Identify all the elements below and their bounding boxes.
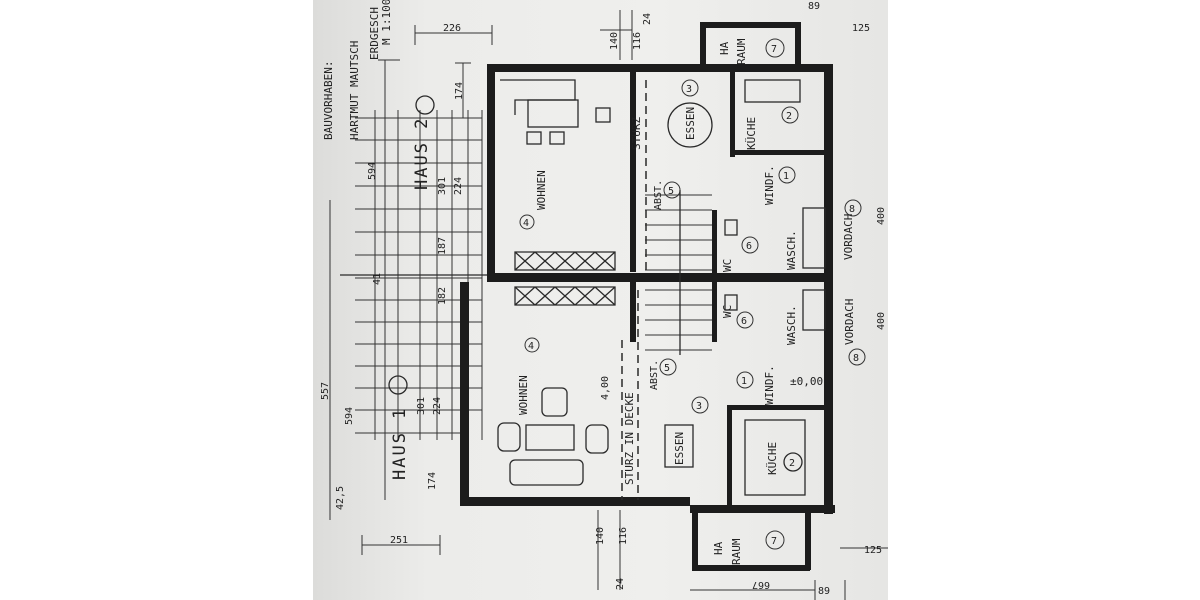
room-number: 6	[741, 316, 747, 327]
house-1-label: HAUS 1	[390, 407, 410, 480]
beam-hatching	[514, 80, 647, 500]
room-label-essen: ESSEN	[684, 107, 697, 140]
dimension: 400	[876, 312, 887, 330]
dimension: 224	[432, 397, 443, 415]
room-number: 1	[741, 376, 747, 387]
dimension: 182	[437, 287, 448, 305]
room-label-wc: WC	[721, 305, 734, 318]
dimension: 557	[320, 382, 331, 400]
room-label-kueche: KÜCHE	[766, 442, 779, 475]
room-number: 4	[528, 341, 534, 352]
room-label-wc: WC	[721, 259, 734, 272]
dimension: 41	[372, 273, 383, 285]
room-label-wohnen: WOHNEN	[517, 375, 530, 415]
room-number: 8	[849, 204, 855, 215]
dimension: 140	[609, 32, 620, 50]
room-label-ha: HA	[718, 41, 731, 55]
room-number: 7	[771, 44, 777, 55]
room-number: 7	[771, 536, 777, 547]
dimension: 125	[852, 23, 870, 34]
beam-label: STURZ IN DECKE	[623, 392, 636, 485]
dimension: 24	[642, 13, 653, 25]
canopy-label: VORDACH	[843, 299, 856, 345]
room-label-wohnen: WOHNEN	[535, 170, 548, 210]
room-label-abst: ABST.	[649, 360, 660, 390]
level-mark: ±0,00	[790, 375, 823, 388]
room-number: 2	[789, 458, 795, 469]
room-number: 1	[783, 171, 789, 182]
scale-label: M 1:100	[380, 0, 393, 45]
room-label-essen: ESSEN	[673, 432, 686, 465]
room-numbers: 3 2 1 5 6 6 5 1 3 2 7 7 8 8 4 4	[519, 38, 866, 550]
dimension: 4,00	[600, 376, 611, 400]
dimension: 400	[876, 207, 887, 225]
room-label-windfang: WINDF.	[763, 365, 776, 405]
floor-label: ERDGESCH	[368, 7, 381, 60]
room-number: 5	[664, 363, 670, 374]
staircase	[645, 190, 712, 355]
dimension: 187	[437, 237, 448, 255]
beam-label: STURZ	[630, 117, 643, 150]
dimension: 224	[453, 177, 464, 195]
owner-name: HARTMUT MAUTSCH	[348, 41, 361, 140]
terrace-grid	[340, 110, 488, 440]
dimension: 174	[427, 472, 438, 490]
dimension: 301	[416, 397, 427, 415]
room-label-kueche: KÜCHE	[745, 117, 758, 150]
dimension: 125	[864, 545, 882, 556]
room-number: 2	[786, 111, 792, 122]
dimension: 89	[818, 586, 830, 597]
room-label-ha: HA	[712, 541, 725, 555]
furniture	[497, 79, 826, 496]
room-number: 3	[686, 84, 692, 95]
dimension: 116	[632, 32, 643, 50]
dimension: 174	[454, 82, 465, 100]
room-label-raum: RAUM	[730, 538, 743, 565]
room-label-windfang: WINDF.	[763, 165, 776, 205]
dimension: 226	[443, 23, 461, 34]
project-label: BAUVORHABEN:	[322, 61, 335, 140]
house-2-marker	[415, 95, 435, 115]
room-label-wasch: WASCH.	[785, 305, 798, 345]
dimension: 24	[615, 578, 626, 590]
dimension-lines	[329, 10, 888, 600]
room-label-wasch: WASCH.	[785, 230, 798, 270]
dimension-labels: 226 140 116 24 174 594 301 224 187 182 4…	[320, 1, 887, 597]
room-number: 6	[746, 241, 752, 252]
dimension: 140	[595, 527, 606, 545]
room-number: 5	[668, 186, 674, 197]
labels: BAUVORHABEN: HARTMUT MAUTSCH ERDGESCH M …	[322, 0, 856, 565]
canopy-label: VORDACH	[842, 214, 855, 260]
dimension: 251	[390, 535, 408, 546]
room-number: 3	[696, 401, 702, 412]
room-label-abst: ABST.	[653, 180, 664, 210]
room-number: 4	[523, 218, 529, 229]
dimension: 89	[808, 1, 820, 12]
dimension: 667	[752, 579, 770, 590]
dimension: 42,5	[335, 486, 346, 510]
dimension: 594	[367, 162, 378, 180]
walls	[460, 22, 835, 571]
dimension: 301	[437, 177, 448, 195]
house-2-label: HAUS 2	[412, 117, 432, 190]
house-1-marker	[388, 375, 408, 395]
dimension: 594	[344, 407, 355, 425]
room-label-raum: RAUM	[735, 38, 748, 65]
dimension: 116	[618, 527, 629, 545]
room-number: 8	[853, 353, 859, 364]
